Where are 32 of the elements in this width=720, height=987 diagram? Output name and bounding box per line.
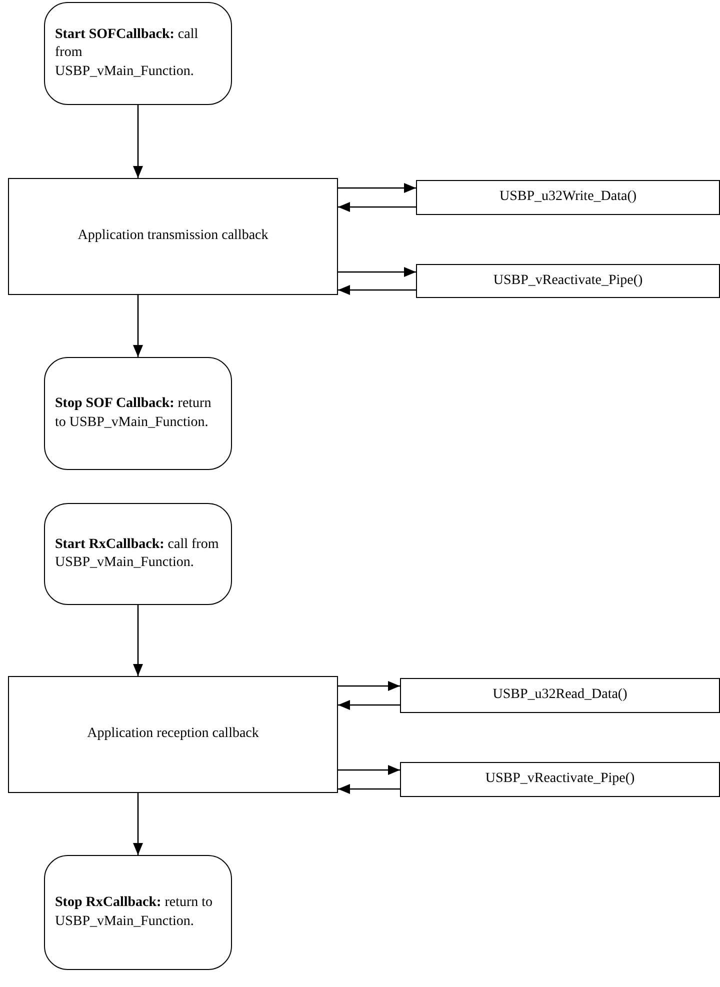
node-text: USBP_u32Read_Data() bbox=[492, 686, 628, 704]
node-text: Stop SOF Callback: return to USBP_vMain_Function. bbox=[55, 395, 212, 432]
arrow bbox=[338, 765, 400, 775]
start-terminal bbox=[44, 2, 232, 105]
arrow bbox=[338, 784, 400, 794]
node-text: USBP_vReactivate_Pipe() bbox=[485, 770, 635, 788]
arrow bbox=[338, 285, 416, 295]
function-box bbox=[400, 762, 720, 797]
arrow bbox=[133, 605, 143, 676]
arrow bbox=[338, 183, 416, 193]
node-text: USBP_u32Write_Data() bbox=[499, 188, 637, 206]
function-box bbox=[416, 264, 720, 298]
node-text: Start RxCallback: call from USBP_vMain_Function. bbox=[55, 536, 220, 572]
arrow bbox=[338, 202, 416, 212]
node-text: Start SOFCallback: call from USBP_vMain_Function. bbox=[55, 26, 200, 81]
arrow bbox=[133, 793, 143, 855]
function-box bbox=[400, 678, 720, 713]
node-text: Application reception callback bbox=[87, 725, 259, 744]
start-terminal bbox=[44, 503, 232, 605]
arrow bbox=[338, 700, 400, 710]
arrow bbox=[338, 681, 400, 691]
stop-terminal bbox=[44, 357, 232, 470]
function-box bbox=[416, 180, 720, 215]
arrow bbox=[133, 105, 143, 178]
node-text: Stop RxCallback: return to USBP_vMain_Function. bbox=[55, 894, 214, 930]
process-box bbox=[8, 178, 338, 295]
process-box bbox=[8, 676, 338, 793]
node-text: Application transmission callback bbox=[78, 227, 268, 246]
arrow bbox=[338, 267, 416, 277]
arrow bbox=[133, 295, 143, 357]
node-text: USBP_vReactivate_Pipe() bbox=[493, 272, 643, 290]
stop-terminal bbox=[44, 855, 232, 970]
